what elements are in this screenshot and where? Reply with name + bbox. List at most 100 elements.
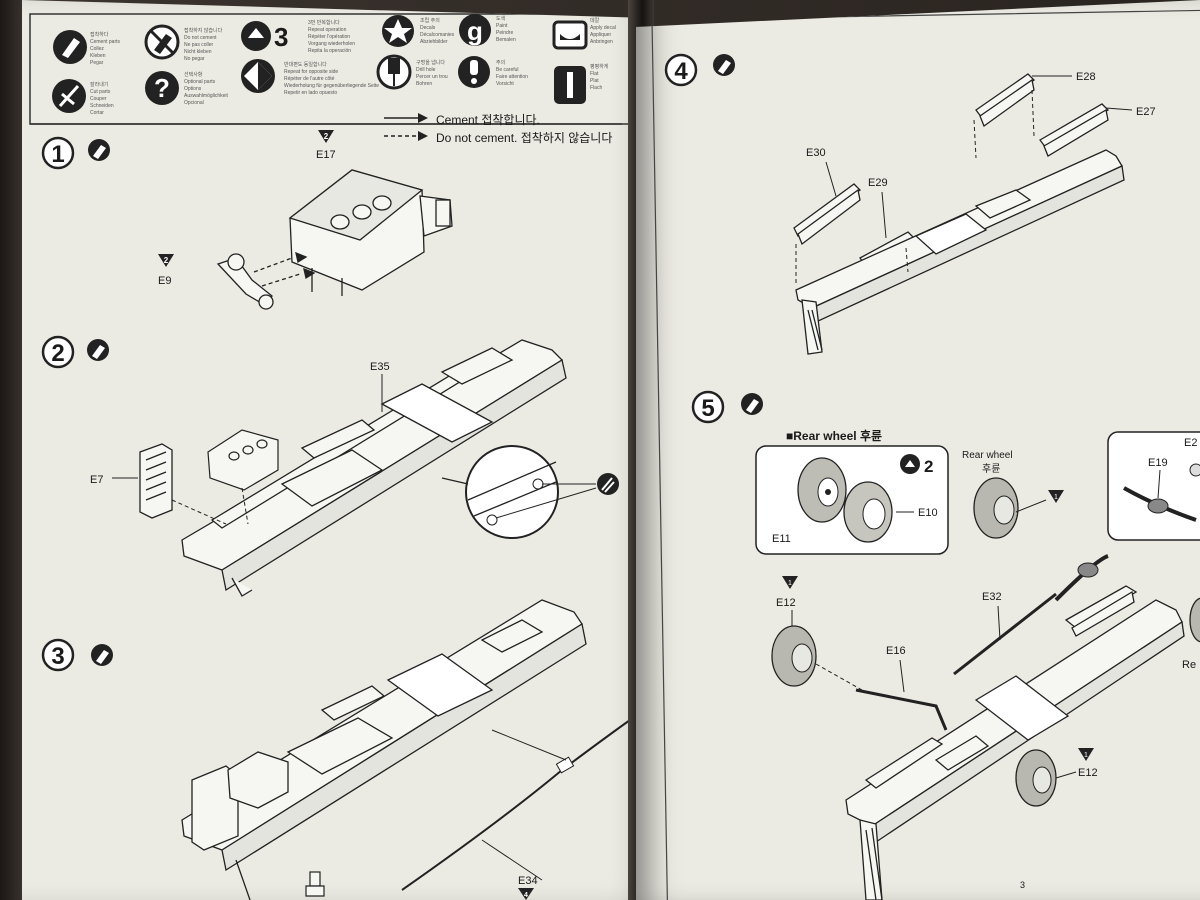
step-4: 4 E28 E27 E30 E29 bbox=[664, 53, 1156, 355]
svg-text:1: 1 bbox=[1054, 494, 1058, 501]
letter-g-icon: g bbox=[459, 14, 491, 46]
star-icon bbox=[382, 15, 414, 47]
exclamation-icon bbox=[597, 473, 619, 495]
svg-text:E28: E28 bbox=[1076, 71, 1096, 83]
rear-wheel-box: ■Rear wheel 후륜 2 E11 E10 bbox=[755, 428, 949, 555]
wheel-e10-drawing bbox=[843, 481, 893, 543]
svg-text:Decals: Decals bbox=[420, 25, 436, 31]
tri-badge-rear: 1 bbox=[1048, 490, 1064, 503]
svg-text:Repita la operación: Repita la operación bbox=[308, 48, 351, 54]
step-1: 1 bbox=[41, 130, 453, 310]
svg-text:■Rear wheel 후륜: ■Rear wheel 후륜 bbox=[786, 428, 882, 443]
svg-text:Répéter l'opération: Répéter l'opération bbox=[308, 34, 350, 40]
question-icon: ? bbox=[145, 71, 179, 105]
svg-text:E35: E35 bbox=[370, 361, 390, 373]
radiator-e7-drawing bbox=[139, 443, 173, 519]
svg-text:Abziehbilder: Abziehbilder bbox=[420, 39, 448, 45]
svg-text:Bohren: Bohren bbox=[416, 81, 432, 87]
svg-text:Collez: Collez bbox=[90, 46, 104, 52]
svg-text:E2: E2 bbox=[1184, 437, 1197, 449]
svg-text:Opcional: Opcional bbox=[184, 100, 204, 106]
svg-text:Do not cement: Do not cement bbox=[184, 35, 217, 41]
page-number: 3 bbox=[1020, 880, 1025, 890]
svg-text:Cement 접착합니다.: Cement 접착합니다. bbox=[436, 113, 540, 127]
drill-icon bbox=[376, 54, 412, 90]
svg-text:Ne pas coller: Ne pas coller bbox=[184, 42, 214, 48]
svg-text:후륜: 후륜 bbox=[982, 463, 1000, 475]
svg-text:1: 1 bbox=[788, 580, 792, 587]
icon-legend-bar: 접착하다 Cement parts Collez Kleben Pegar 접착… bbox=[29, 13, 631, 125]
svg-text:E19: E19 bbox=[1148, 457, 1168, 469]
cement-icon bbox=[88, 139, 110, 161]
engine-small-drawing bbox=[207, 429, 279, 491]
svg-text:1: 1 bbox=[1084, 752, 1088, 759]
svg-text:Be careful: Be careful bbox=[496, 67, 519, 73]
svg-text:반대편도 동일합니다: 반대편도 동일합니다 bbox=[284, 61, 327, 68]
svg-text:Rear wheel: Rear wheel bbox=[962, 450, 1013, 461]
svg-text:Cement parts: Cement parts bbox=[90, 39, 121, 45]
svg-text:Flach: Flach bbox=[590, 85, 602, 91]
svg-text:E12: E12 bbox=[776, 597, 796, 609]
svg-text:Pegar: Pegar bbox=[90, 60, 104, 66]
wheel-e11-drawing bbox=[797, 457, 847, 523]
wheel-e12-front-drawing bbox=[771, 625, 817, 687]
svg-text:E27: E27 bbox=[1136, 106, 1156, 118]
tri-badge-e12a: 1 bbox=[782, 576, 798, 589]
cement-icon bbox=[713, 54, 735, 76]
svg-text:g: g bbox=[467, 16, 483, 46]
left-page: 접착하다 Cement parts Collez Kleben Pegar 접착… bbox=[22, 0, 650, 900]
svg-text:E11: E11 bbox=[772, 533, 791, 545]
right-page: 4 E28 E27 E30 E29 bbox=[636, 0, 1200, 900]
cement-icon bbox=[91, 644, 113, 666]
svg-text:Options: Options bbox=[184, 86, 202, 92]
svg-text:Nicht kleben: Nicht kleben bbox=[184, 49, 212, 55]
svg-text:주의: 주의 bbox=[496, 59, 505, 66]
repeat-2-icon: 2 bbox=[900, 454, 933, 476]
svg-text:구멍을 냅니다: 구멍을 냅니다 bbox=[416, 59, 445, 66]
step-2: 2 E35 bbox=[41, 335, 619, 597]
svg-text:데칼: 데칼 bbox=[590, 17, 600, 24]
right-page-drawing: 4 E28 E27 E30 E29 bbox=[651, 9, 1200, 900]
svg-text:E17: E17 bbox=[316, 149, 336, 161]
cut-parts-icon bbox=[52, 79, 86, 113]
svg-text:E34: E34 bbox=[518, 875, 538, 887]
svg-text:Vorgang wiederholen: Vorgang wiederholen bbox=[308, 41, 355, 47]
cement-legend: Cement 접착합니다. Do not cement. 접착하지 않습니다 bbox=[384, 113, 612, 145]
svg-text:5: 5 bbox=[701, 395, 714, 422]
chassis-frame-step5-drawing bbox=[845, 585, 1185, 900]
svg-text:2: 2 bbox=[51, 340, 64, 367]
svg-text:Repetir en lado opuesto: Repetir en lado opuesto bbox=[284, 90, 337, 96]
wheel-e12-rear-drawing bbox=[1015, 749, 1057, 807]
cement-icon bbox=[741, 393, 763, 415]
svg-text:E16: E16 bbox=[886, 645, 906, 657]
tri-badge-e9: 2 bbox=[158, 254, 174, 267]
svg-text:Décalcomanies: Décalcomanies bbox=[420, 32, 455, 38]
svg-text:Re: Re bbox=[1182, 659, 1196, 671]
exclamation-icon bbox=[458, 56, 490, 88]
chassis-frame-step4-drawing bbox=[795, 149, 1125, 355]
flat-icon bbox=[554, 66, 586, 104]
svg-text:Drill hole: Drill hole bbox=[416, 67, 436, 73]
wheel-edge-drawing bbox=[1189, 597, 1200, 643]
svg-text:2: 2 bbox=[924, 457, 933, 476]
svg-text:선택사항: 선택사항 bbox=[184, 71, 203, 78]
svg-text:1: 1 bbox=[51, 141, 64, 168]
svg-text:E29: E29 bbox=[868, 177, 888, 189]
svg-text:Flat: Flat bbox=[590, 71, 599, 77]
svg-text:Répéter de l'autre côté: Répéter de l'autre côté bbox=[284, 76, 335, 82]
svg-text:Faire attention: Faire attention bbox=[496, 74, 528, 80]
svg-text:Auswahlmöglichkeit: Auswahlmöglichkeit bbox=[184, 93, 229, 99]
svg-text:Apply decal: Apply decal bbox=[590, 25, 616, 31]
tri-badge-e12b: 1 bbox=[1078, 748, 1094, 761]
svg-text:2: 2 bbox=[324, 132, 329, 141]
svg-text:조립 주의: 조립 주의 bbox=[420, 17, 440, 24]
svg-text:No pegar: No pegar bbox=[184, 56, 205, 62]
svg-text:잘라내기: 잘라내기 bbox=[90, 81, 108, 88]
cement-icon bbox=[87, 339, 109, 361]
svg-text:Appliquer: Appliquer bbox=[590, 32, 611, 38]
svg-text:평평하게: 평평하게 bbox=[590, 63, 609, 70]
svg-text:Percer un trou: Percer un trou bbox=[416, 74, 448, 80]
svg-text:?: ? bbox=[154, 73, 170, 103]
tri-badge-e34: 4 bbox=[518, 888, 534, 900]
